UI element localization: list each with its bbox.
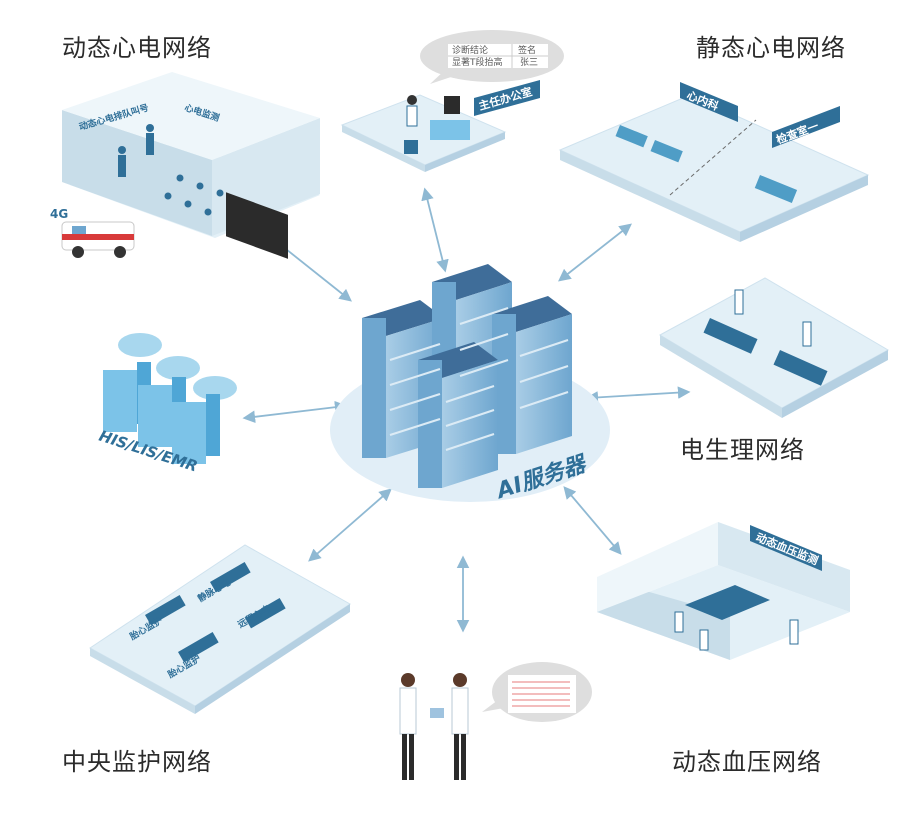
cm-floor: [89, 544, 351, 707]
dynamic-bp-room: 动态血压监测: [597, 522, 850, 660]
label-dynamic-bp: 动态血压网络: [672, 748, 822, 776]
label-central-monitor: 中央监护网络: [62, 748, 212, 776]
ambulance-icon: [61, 221, 135, 258]
connection-arrows: [242, 187, 691, 633]
patient-figures: [118, 124, 224, 216]
room-divider: [669, 119, 757, 196]
his-cluster: HIS/LIS/EMR: [97, 333, 237, 475]
office-desk: [430, 120, 470, 140]
cloud-icon: [193, 376, 237, 400]
his-rack: [103, 362, 220, 464]
electrophysiology-room: [658, 277, 890, 418]
label-electrophysiology: 电生理网络: [680, 436, 805, 464]
server-rack-back-right: [492, 296, 572, 454]
director-office: 主任办公室 诊断结论 签名 显著T段抬高 张三: [340, 30, 564, 172]
server-rack-back-left: [362, 300, 444, 458]
label-static-ecg: 静态心电网络: [696, 34, 846, 62]
ai-server: AI服务器: [330, 264, 610, 505]
room-back-wall: [62, 72, 320, 160]
exam-room-tag: 检查室一: [772, 106, 840, 148]
bubble-value-signature: 张三: [520, 57, 538, 68]
ep-staff: [734, 289, 812, 347]
doctor-right: [451, 673, 469, 780]
4g-badge: 4G: [50, 207, 68, 221]
doctor-left: [399, 673, 417, 780]
bubble-value-diagnosis: 显著T段抬高: [452, 56, 503, 68]
static-ecg-rooms: 心内科 检查室一: [558, 82, 870, 242]
cloud-icon: [118, 333, 162, 357]
doctors-consulting: [399, 662, 592, 780]
arrow-static-ecg: [558, 223, 632, 282]
svg-text:主任办公室: 主任办公室: [477, 84, 534, 113]
tablet-icon: [430, 708, 444, 718]
doctor-figure: [407, 95, 417, 105]
bp-table: [685, 585, 770, 620]
server-rack-front: [418, 342, 498, 488]
cloud-icon: [156, 356, 200, 380]
bubble-header-diagnosis: 诊断结论: [452, 44, 488, 56]
bubble-header-signature: 签名: [518, 44, 536, 56]
static-beds: [615, 125, 798, 203]
ep-floor: [658, 277, 890, 409]
cm-beds: [144, 562, 286, 663]
room-left-wall: [62, 110, 212, 236]
arrow-central-monitor: [308, 488, 392, 562]
ep-beds: [703, 318, 828, 386]
arrow-dynamic-bp: [563, 486, 622, 555]
bp-right-wall: [718, 522, 850, 612]
central-monitor-room: 静脉心电 远程心电 胎心监护 胎心监护: [89, 544, 351, 714]
arrow-electrophysiology: [585, 386, 691, 404]
arrow-director-office: [421, 187, 449, 273]
arrow-his: [242, 400, 348, 424]
diagnosis-bubble: 诊断结论 签名 显著T段抬高 张三: [420, 30, 564, 84]
report-bubble: [482, 662, 592, 722]
office-tag: 主任办公室: [474, 80, 540, 116]
dynamic-ecg-room: 动态心电排队叫号 心电监测 4G: [50, 72, 320, 259]
bp-figures: [674, 611, 799, 651]
office-monitor: [444, 96, 460, 114]
monitor-wall-screen: [226, 192, 288, 259]
label-dynamic-ecg: 动态心电网络: [62, 34, 212, 62]
